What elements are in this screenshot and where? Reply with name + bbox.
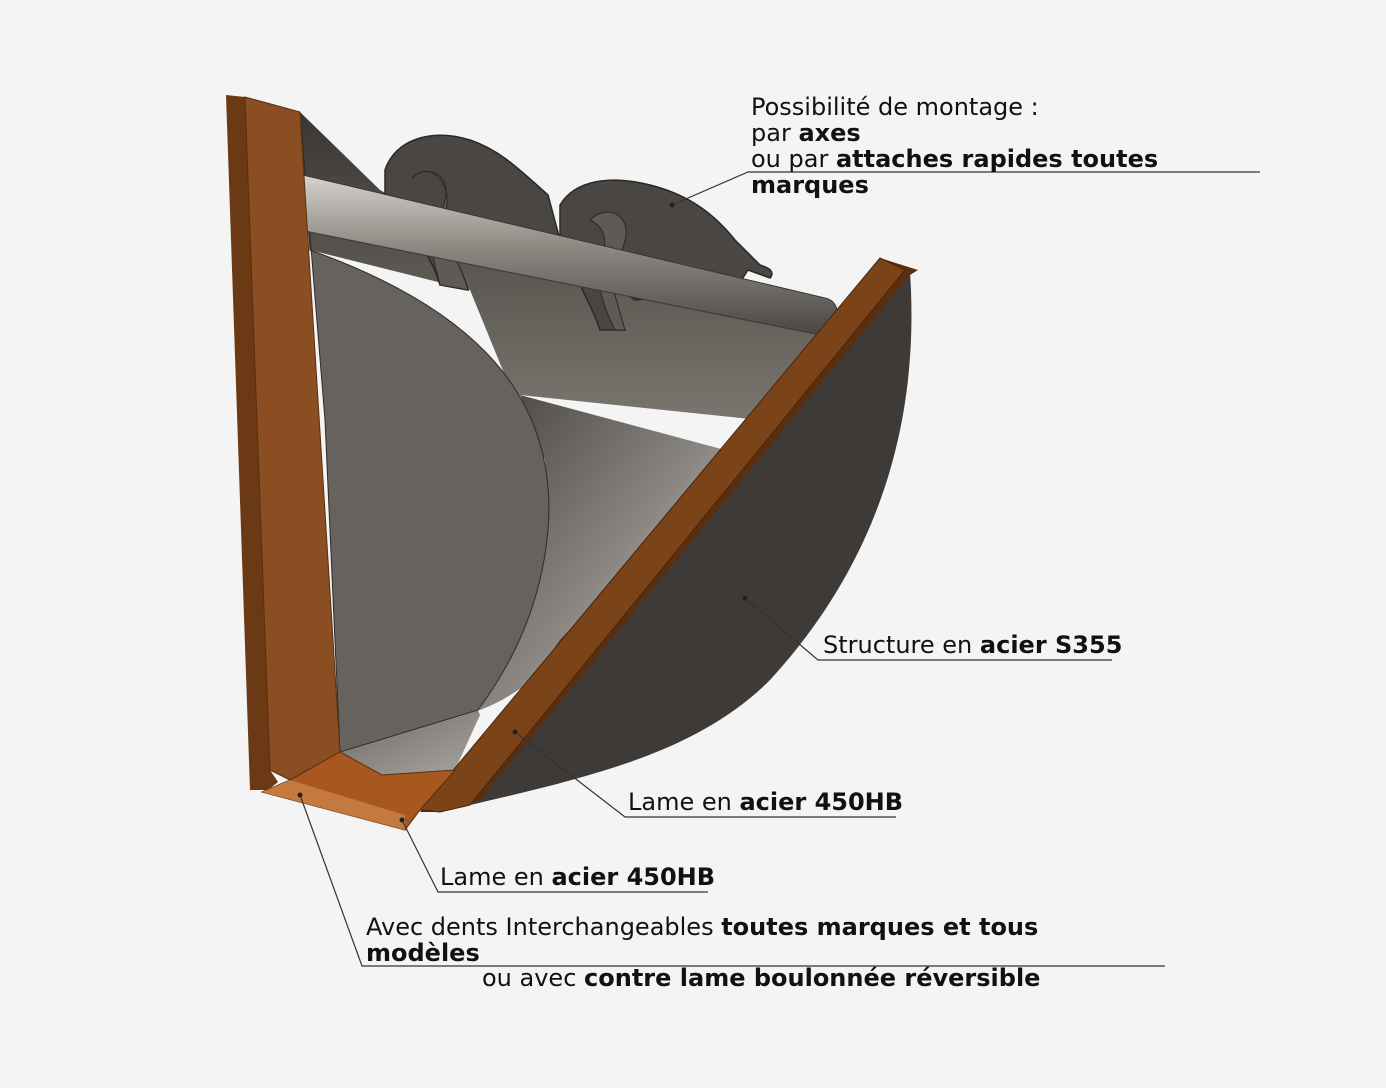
left-wear-plate	[226, 95, 278, 790]
blade-bottom-prefix: Lame en	[440, 863, 552, 891]
annotation-structure: Structure en acier S355	[823, 632, 1122, 658]
mounting-line2: par axes	[751, 120, 1158, 146]
leader-dots	[297, 202, 748, 823]
bottom-blade-edge	[262, 780, 405, 830]
mounting-line3-prefix: ou par	[751, 145, 836, 173]
mounting-line4: marques	[751, 172, 1158, 198]
mounting-line3: ou par attaches rapides toutes	[751, 146, 1158, 172]
annotation-mounting: Possibilité de montage : par axes ou par…	[751, 94, 1158, 198]
teeth-line1-prefix: Avec dents Interchangeables	[366, 913, 722, 941]
mounting-line3-bold: attaches rapides toutes	[835, 145, 1159, 173]
bucket-floor	[340, 710, 480, 775]
annotation-teeth-line3: ou avec contre lame boulonnée réversible	[482, 965, 1040, 991]
left-side-plate	[299, 111, 550, 753]
blade-bottom-bold: acier 450HB	[551, 863, 716, 891]
annotation-blade-bottom: Lame en acier 450HB	[440, 864, 715, 890]
leader-mounting	[671, 171, 1260, 206]
teeth-line2-bold: modèles	[366, 939, 480, 967]
right-wear-plate-face	[419, 257, 906, 813]
bottom-blade	[260, 751, 457, 831]
leader-blade-side	[514, 731, 896, 818]
mounting-line2-prefix: par	[751, 119, 799, 147]
structure-prefix: Structure en	[823, 631, 980, 659]
leader-blade-bottom	[401, 819, 708, 893]
leader-structure	[744, 597, 1112, 661]
teeth-line1: Avec dents Interchangeables toutes marqu…	[366, 914, 1038, 940]
bucket-inner-shell	[470, 395, 725, 712]
mounting-line4-bold: marques	[751, 171, 869, 199]
leader-lines	[299, 171, 1260, 967]
annotation-blade-side: Lame en acier 450HB	[628, 789, 903, 815]
teeth-line3-bold: contre lame boulonnée réversible	[584, 964, 1041, 992]
teeth-line2: modèles	[366, 940, 1038, 966]
annotation-teeth: Avec dents Interchangeables toutes marqu…	[366, 914, 1038, 966]
teeth-line3-prefix: ou avec	[482, 964, 585, 992]
structure-bold: acier S355	[979, 631, 1123, 659]
mounting-line2-bold: axes	[798, 119, 861, 147]
blade-side-prefix: Lame en	[628, 788, 740, 816]
bucket-back-wall	[300, 112, 835, 420]
blade-side-bold: acier 450HB	[739, 788, 904, 816]
mounting-line1: Possibilité de montage :	[751, 93, 1039, 121]
leader-teeth	[299, 794, 1165, 967]
teeth-line1-bold: toutes marques et tous	[721, 913, 1039, 941]
